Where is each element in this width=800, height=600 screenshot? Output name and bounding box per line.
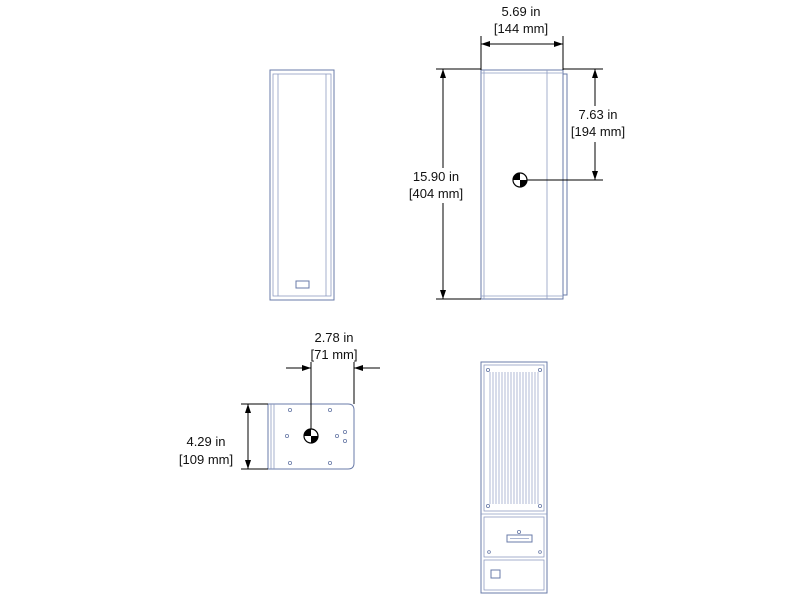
rear-connector [506, 534, 533, 543]
width-inches-label: 5.69 in [501, 4, 540, 19]
height-dimension: 15.90 in [404 mm] [409, 68, 481, 300]
rear-view [480, 361, 548, 594]
cog-depth-mm-label: [71 mm] [311, 347, 358, 362]
heatsink-fins [489, 372, 539, 504]
width-mm-label: [144 mm] [494, 21, 548, 36]
front-logo-badge [295, 280, 310, 289]
width-dimension: 5.69 in [144 mm] [480, 4, 564, 70]
depth-dimension: 4.29 in [109 mm] [179, 403, 268, 470]
cog-depth-dimension: 2.78 in [71 mm] [286, 330, 380, 429]
cog-height-inches-label: 7.63 in [578, 107, 617, 122]
side-view [480, 69, 568, 300]
front-view [269, 69, 335, 301]
cog-height-dimension: 7.63 in [194 mm] [527, 68, 625, 181]
depth-mm-label: [109 mm] [179, 452, 233, 467]
center-of-gravity-icon [512, 172, 528, 188]
rear-label-plate [490, 569, 501, 579]
height-inches-label: 15.90 in [413, 169, 459, 184]
center-of-gravity-icon [303, 428, 319, 444]
cog-height-mm-label: [194 mm] [571, 124, 625, 139]
height-mm-label: [404 mm] [409, 186, 463, 201]
cog-depth-inches-label: 2.78 in [314, 330, 353, 345]
top-view [267, 403, 355, 470]
depth-inches-label: 4.29 in [186, 434, 225, 449]
